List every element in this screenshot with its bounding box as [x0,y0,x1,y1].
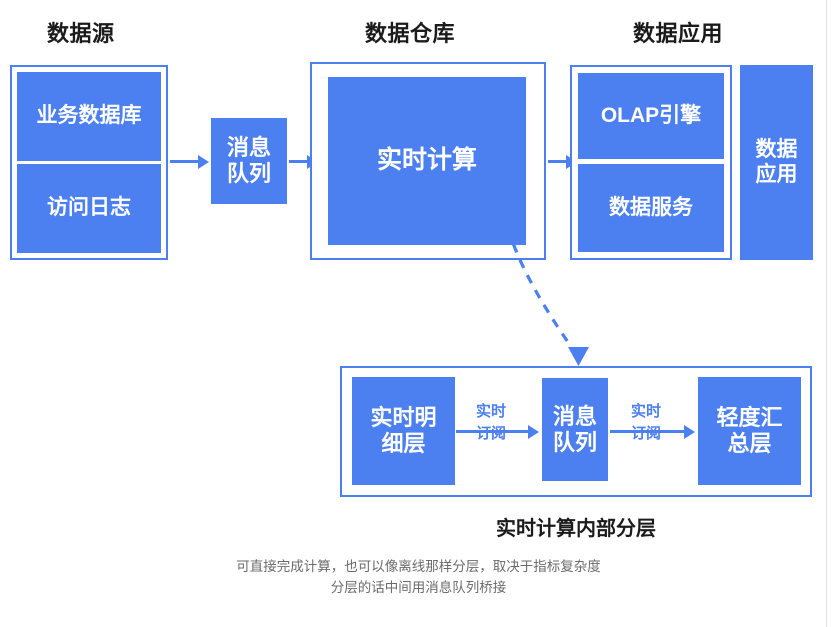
box-light-summary-layer-line2: 总层 [727,431,772,456]
arrow-detail-to-queue-head [528,424,539,439]
arrow-queue-to-summary-head [684,424,695,439]
box-data-application-line2: 应用 [755,162,798,186]
caption-title: 实时计算内部分层 [496,518,656,540]
box-realtime-detail-layer-line2: 细层 [381,431,426,456]
arrow-label-realtime-subscribe-2: 实时 订阅 [618,404,674,442]
box-access-log[interactable]: 访问日志 [17,164,161,253]
dashed-connector-arrowhead [568,347,589,366]
caption-note-line-2: 分层的话中间用消息队列桥接 [330,579,507,595]
box-light-summary-layer-line1: 轻度汇 [716,405,783,431]
box-data-application[interactable]: 数据 应用 [740,65,813,260]
box-message-queue-inner[interactable]: 消息 队列 [542,378,608,481]
arrow-queue-to-summary-line [610,430,686,433]
box-message-queue-inner-line1: 消息 [552,403,597,429]
box-realtime-compute[interactable]: 实时计算 [328,77,526,245]
box-realtime-detail-layer[interactable]: 实时明 细层 [352,377,455,485]
arrow-label-realtime-subscribe-1: 实时 订阅 [463,404,519,442]
box-data-service[interactable]: 数据服务 [578,164,724,252]
box-message-queue-top-line1: 消息 [226,135,271,161]
arrow-label-2-line2: 订阅 [630,424,661,442]
box-olap-engine[interactable]: OLAP引擎 [578,73,724,159]
arrow-queue-to-compute-line [289,160,310,163]
arrow-warehouse-to-application-line [548,160,569,163]
arrow-source-to-queue-head [198,154,209,169]
arrow-detail-to-queue-line [456,430,530,433]
box-message-queue-top-line2: 队列 [226,161,271,186]
arrow-source-to-queue-line [170,160,200,163]
arrow-label-1-line2: 订阅 [475,424,506,442]
caption-note-line-1: 可直接完成计算，也可以像离线那样分层，取决于指标复杂度 [236,559,601,574]
box-message-queue-top[interactable]: 消息 队列 [211,118,287,204]
header-data-application: 数据应用 [633,21,724,46]
box-business-database[interactable]: 业务数据库 [17,72,161,161]
header-data-source: 数据源 [47,21,115,46]
caption-note: 可直接完成计算，也可以像离线那样分层，取决于指标复杂度 分层的话中间用消息队列桥… [0,557,837,599]
box-realtime-detail-layer-line1: 实时明 [370,405,437,431]
arrow-label-2-line1: 实时 [630,403,661,420]
box-light-summary-layer[interactable]: 轻度汇 总层 [698,377,801,485]
box-data-application-line1: 数据 [755,137,798,161]
arrow-label-1-line1: 实时 [475,403,506,420]
header-data-warehouse: 数据仓库 [365,21,456,46]
page-right-divider [826,0,827,627]
box-message-queue-inner-line2: 队列 [552,429,597,455]
